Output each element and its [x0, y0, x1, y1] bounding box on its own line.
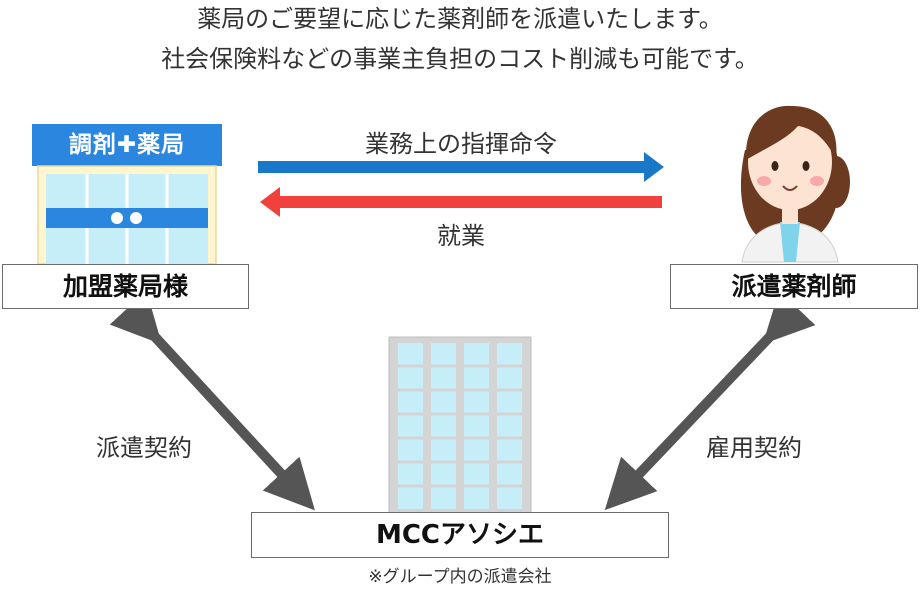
door-handle-icon	[130, 212, 142, 224]
pharmacy-store-icon	[32, 124, 222, 265]
command-arrow	[258, 152, 664, 182]
mcc-associe-box: MCCアソシエ	[251, 512, 669, 558]
employment-contract-arrow	[604, 290, 816, 511]
command-arrow-label: 業務上の指揮命令	[365, 130, 557, 158]
pharmacy-door-band	[46, 208, 208, 228]
member-pharmacy-box: 加盟薬局様	[2, 264, 249, 309]
pharmacy-sign	[32, 124, 222, 166]
employment-contract-label: 雇用契約	[706, 434, 802, 462]
work-arrow	[260, 187, 662, 217]
pharmacist-person-icon	[740, 105, 850, 263]
dispatch-contract-arrow	[109, 290, 315, 511]
dispatch-contract-label: 派遣契約	[96, 434, 192, 462]
header-line-1: 薬局のご要望に応じた薬剤師を派遣いたします。	[197, 5, 723, 33]
door-handle-icon	[111, 212, 123, 224]
company-note: ※グループ内の派遣会社	[368, 567, 552, 587]
dispatched-pharmacist-box: 派遣薬剤師	[670, 264, 918, 309]
header-line-2: 社会保険料などの事業主負担のコスト削減も可能です。	[161, 45, 759, 73]
office-building-icon	[388, 336, 532, 514]
pharmacy-sign-label: 調剤✚薬局	[68, 132, 186, 158]
work-arrow-label: 就業	[437, 222, 485, 250]
